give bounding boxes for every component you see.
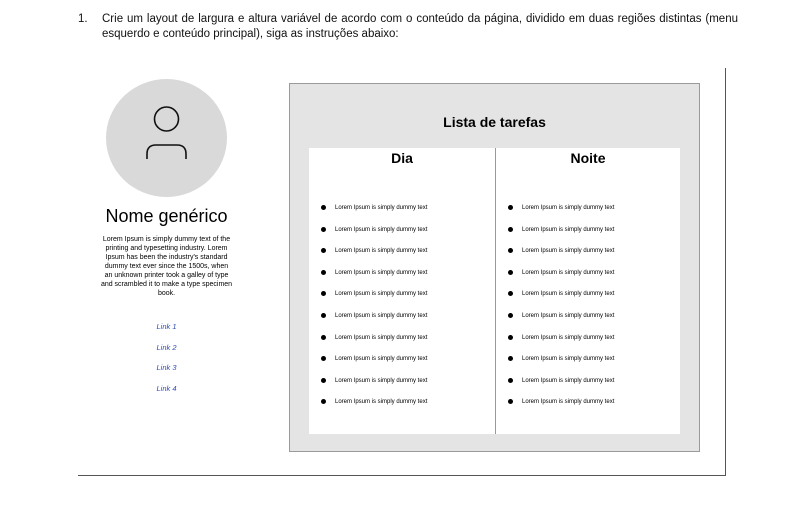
night-list: Lorem Ipsum is simply dummy text Lorem I…: [496, 204, 680, 420]
list-item: Lorem Ipsum is simply dummy text: [496, 226, 680, 248]
list-item: Lorem Ipsum is simply dummy text: [496, 312, 680, 334]
profile-bio: Lorem Ipsum is simply dummy text of the …: [100, 236, 233, 297]
list-item: Lorem Ipsum is simply dummy text: [309, 247, 495, 269]
panel-title: Lista de tarefas: [443, 114, 546, 130]
list-item: Lorem Ipsum is simply dummy text: [496, 290, 680, 312]
list-item: Lorem Ipsum is simply dummy text: [309, 377, 495, 399]
list-item: Lorem Ipsum is simply dummy text: [309, 226, 495, 248]
sidebar-link-1[interactable]: Link 1: [156, 322, 177, 331]
list-item: Lorem Ipsum is simply dummy text: [309, 355, 495, 377]
instruction-text: Crie um layout de largura e altura variá…: [102, 13, 738, 40]
list-item: Lorem Ipsum is simply dummy text: [496, 377, 680, 399]
day-list: Lorem Ipsum is simply dummy text Lorem I…: [309, 204, 495, 420]
instruction-number: 1.: [78, 13, 88, 25]
night-column: Noite Lorem Ipsum is simply dummy text L…: [496, 148, 680, 434]
instruction-paragraph: 1. Crie um layout de largura e altura va…: [78, 12, 738, 42]
night-heading: Noite: [570, 150, 606, 166]
sidebar-links: Link 1 Link 2 Link 3 Link 4: [120, 320, 213, 402]
list-item: Lorem Ipsum is simply dummy text: [496, 247, 680, 269]
list-item: Lorem Ipsum is simply dummy text: [496, 398, 680, 420]
sidebar-link-3[interactable]: Link 3: [156, 363, 177, 372]
list-item: Lorem Ipsum is simply dummy text: [496, 204, 680, 226]
list-item: Lorem Ipsum is simply dummy text: [496, 355, 680, 377]
sidebar-link-2[interactable]: Link 2: [156, 342, 177, 352]
user-icon: [146, 106, 187, 159]
list-item: Lorem Ipsum is simply dummy text: [309, 269, 495, 291]
list-item: Lorem Ipsum is simply dummy text: [309, 290, 495, 312]
list-item: Lorem Ipsum is simply dummy text: [496, 334, 680, 356]
list-item: Lorem Ipsum is simply dummy text: [309, 334, 495, 356]
list-item: Lorem Ipsum is simply dummy text: [309, 312, 495, 334]
mockup-frame: [78, 68, 726, 476]
day-heading: Dia: [391, 150, 413, 166]
task-panel: Lista de tarefas Dia Lorem Ipsum is simp…: [289, 83, 700, 452]
avatar: [106, 79, 227, 197]
day-column: Dia Lorem Ipsum is simply dummy text Lor…: [309, 148, 496, 434]
list-item: Lorem Ipsum is simply dummy text: [309, 398, 495, 420]
list-item: Lorem Ipsum is simply dummy text: [309, 204, 495, 226]
profile-name: Nome genérico: [105, 206, 228, 226]
sidebar-link-4[interactable]: Link 4: [156, 383, 177, 393]
list-item: Lorem Ipsum is simply dummy text: [496, 269, 680, 291]
